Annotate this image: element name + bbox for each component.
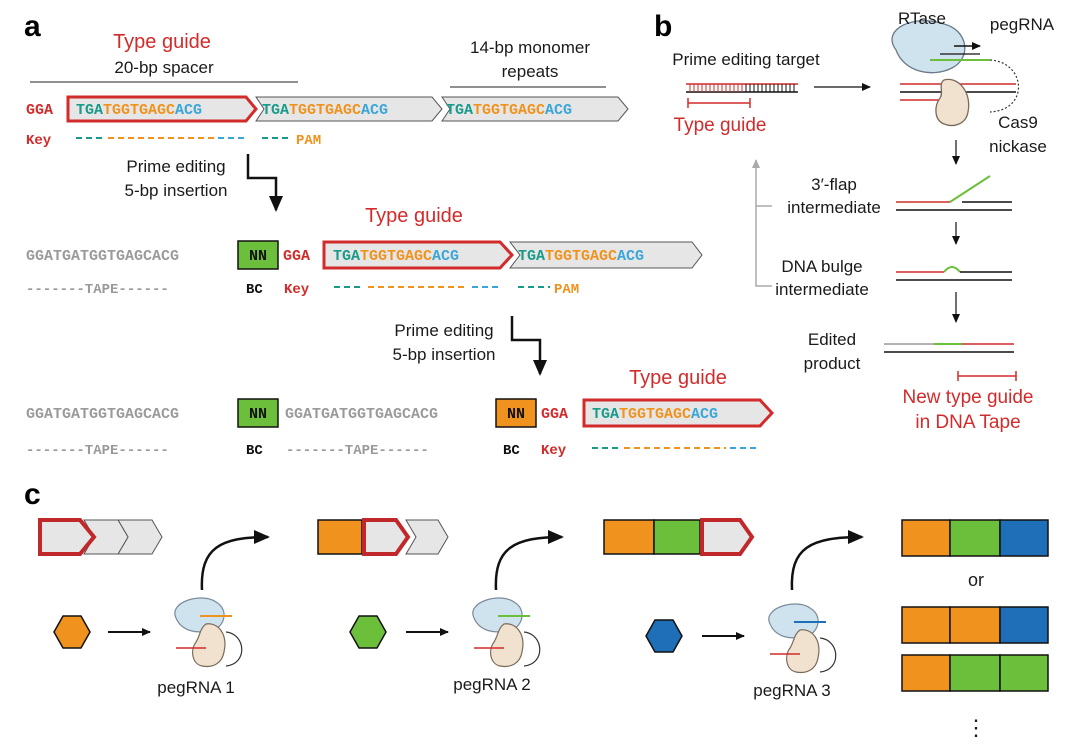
- bulge-label-2: intermediate: [775, 280, 869, 299]
- type-guide-chevron: [66, 95, 258, 123]
- pe-label-2a: Prime editing: [394, 321, 493, 340]
- pe-complex-2: [472, 597, 541, 668]
- cas9-icon: [935, 78, 970, 127]
- pe-label-1a: Prime editing: [126, 157, 225, 176]
- pam-label-2: PAM: [554, 282, 579, 298]
- type-guide-chevron-c2: [362, 518, 411, 556]
- monomer-seq-r2a: TGATGGTGAGCACG: [333, 248, 459, 265]
- rtase-label: RTase: [898, 9, 946, 28]
- edited-label-2: product: [804, 354, 861, 373]
- hexagon-orange: [53, 615, 91, 649]
- new-type-guide-1: New type guide: [903, 387, 1034, 408]
- monomer-seq-r2b: TGATGGTGAGCACG: [518, 248, 644, 265]
- pe-label-2b: 5-bp insertion: [392, 345, 495, 364]
- curved-arrow-1: [200, 530, 270, 591]
- pam-label-1: PAM: [296, 133, 321, 149]
- hexagon-blue: [645, 619, 683, 653]
- monomer-label-2: repeats: [502, 62, 559, 81]
- hexagon-green: [349, 615, 387, 649]
- outcome-1: [901, 519, 1049, 557]
- tape-sub-r3a: -------TAPE------: [26, 443, 169, 459]
- bc-label-1: BC: [246, 282, 263, 298]
- rtase-icon: [891, 20, 966, 74]
- key-label-1: Key: [26, 133, 52, 149]
- seq-prefix: GGA: [26, 102, 53, 119]
- cas9-label-2: nickase: [989, 137, 1047, 156]
- flap-label-2: intermediate: [787, 198, 881, 217]
- spacer-label: 20-bp spacer: [114, 58, 214, 77]
- ellipsis-icon: ⋮: [965, 715, 987, 740]
- panel-a-label: a: [24, 10, 41, 43]
- seq-prefix-3: GGA: [541, 406, 568, 423]
- type-guide-label-3: Type guide: [629, 367, 727, 389]
- tape-sub-r3b: -------TAPE------: [286, 443, 429, 459]
- type-guide-label-b: Type guide: [674, 115, 767, 136]
- monomer-chevron-3: [441, 96, 629, 122]
- bc-label-3: BC: [503, 443, 520, 459]
- flap-dna: [896, 175, 1012, 211]
- bulge-label-1: DNA bulge: [781, 257, 862, 276]
- pegrna-1-label: pegRNA 1: [157, 678, 235, 697]
- panel-c-label: c: [24, 478, 41, 511]
- monomer-seq-1: TGATGGTGAGCACG: [76, 102, 202, 119]
- nn-label-1: NN: [249, 248, 267, 265]
- nn-label-2: NN: [249, 406, 267, 423]
- sequence-row-3: GGATGATGGTGAGCACG NN GGATGATGGTGAGCACG N…: [26, 398, 775, 428]
- arrow-insertion-1: [246, 154, 283, 212]
- pe-complex-1: [174, 597, 243, 668]
- barcode-box-orange: [495, 398, 537, 428]
- edited-dna: [884, 343, 1014, 353]
- feedback-arrow-1: [752, 159, 772, 207]
- type-guide-chevron-c1: [38, 518, 97, 556]
- bc-label-2: BC: [246, 443, 263, 459]
- key-label-2: Key: [284, 282, 310, 298]
- pe-complex-3: [768, 603, 837, 674]
- monomer-chevron-2: [255, 96, 443, 122]
- monomer-seq-3: TGATGGTGAGCACG: [446, 102, 572, 119]
- bulge-dna: [896, 266, 1012, 281]
- prime-editor-complex: [891, 20, 1020, 127]
- type-guide-chevron-c3: [700, 518, 755, 556]
- tape-seq-r3a: GGATGATGGTGAGCACG: [26, 406, 179, 423]
- new-type-guide-2: in DNA Tape: [915, 412, 1020, 433]
- curved-arrow-3: [790, 530, 864, 591]
- sequence-row-2: GGATGATGGTGAGCACG NN GGA TGATGGTGAGCACG …: [26, 240, 703, 270]
- monomer-seq-r3: TGATGGTGAGCACG: [592, 406, 718, 423]
- barcode-box-green-2: [237, 398, 279, 428]
- outcome-3: [901, 654, 1049, 692]
- key-label-3: Key: [541, 443, 567, 459]
- outcome-2: [901, 606, 1049, 644]
- target-dna: [686, 83, 798, 93]
- edited-label-1: Edited: [808, 330, 856, 349]
- tape-seq-1: GGATGATGGTGAGCACG: [26, 248, 179, 265]
- type-guide-chevron-2: [322, 240, 515, 270]
- tape-seq-r3b: GGATGATGGTGAGCACG: [285, 406, 438, 423]
- flap-label-1: 3′-flap: [811, 175, 857, 194]
- seq-prefix-2: GGA: [283, 248, 310, 265]
- cas9-label-1: Cas9: [998, 113, 1038, 132]
- nn-label-3: NN: [507, 406, 525, 423]
- arrow-insertion-2: [510, 316, 547, 376]
- monomer-label-1: 14-bp monomer: [470, 38, 590, 57]
- feedback-arrow-2: [755, 206, 772, 287]
- pe-label-1b: 5-bp insertion: [124, 181, 227, 200]
- pegrna-3-label: pegRNA 3: [753, 681, 831, 700]
- tape-sub-1: -------TAPE------: [26, 282, 169, 298]
- pegrna-label: pegRNA: [990, 15, 1055, 34]
- monomer-seq-2: TGATGGTGAGCACG: [262, 102, 388, 119]
- monomer-chevron-r2: [508, 241, 703, 269]
- curved-arrow-2: [494, 530, 564, 591]
- or-label: or: [968, 570, 984, 590]
- barcode-box-green: [237, 240, 279, 270]
- panel-b-label: b: [654, 10, 672, 43]
- type-guide-label-2: Type guide: [365, 205, 463, 227]
- pe-target-label: Prime editing target: [672, 50, 820, 69]
- type-guide-label-1: Type guide: [113, 31, 211, 53]
- pegrna-2-label: pegRNA 2: [453, 675, 531, 694]
- type-guide-chevron-3: [582, 398, 775, 428]
- sequence-row-1: GGA TGATGGTGAGCACG TGATGGTGAGCACG TGATGG…: [26, 95, 629, 123]
